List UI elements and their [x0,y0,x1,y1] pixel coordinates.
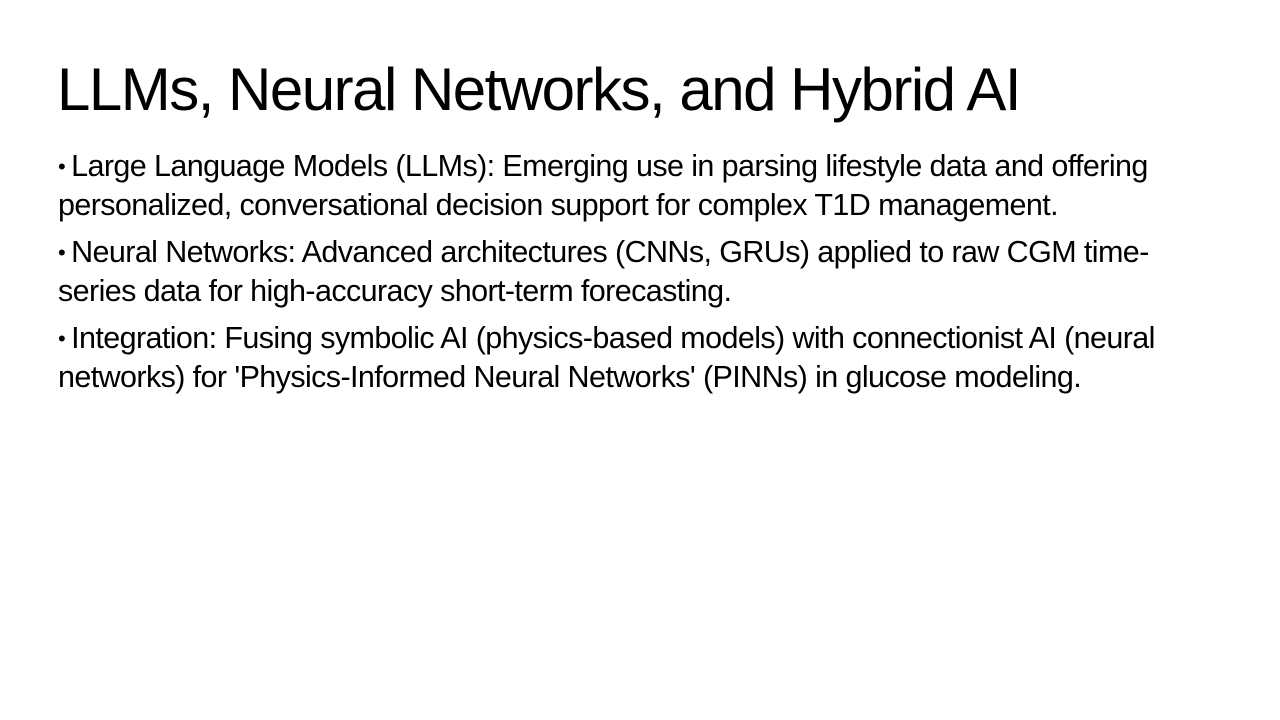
bullet-dot-icon: • [58,154,66,179]
bullet-item-integration: •Integration: Fusing symbolic AI (physic… [58,319,1218,397]
bullet-list: •Large Language Models (LLMs): Emerging … [58,147,1218,405]
bullet-text: Integration: Fusing symbolic AI (physics… [58,321,1155,394]
slide-title: LLMs, Neural Networks, and Hybrid AI [57,56,1022,123]
bullet-text: Neural Networks: Advanced architectures … [58,235,1149,308]
bullet-dot-icon: • [58,326,66,351]
bullet-dot-icon: • [58,240,66,265]
bullet-item-llms: •Large Language Models (LLMs): Emerging … [58,147,1218,225]
bullet-item-neural-networks: •Neural Networks: Advanced architectures… [58,233,1218,311]
bullet-text: Large Language Models (LLMs): Emerging u… [58,149,1148,222]
